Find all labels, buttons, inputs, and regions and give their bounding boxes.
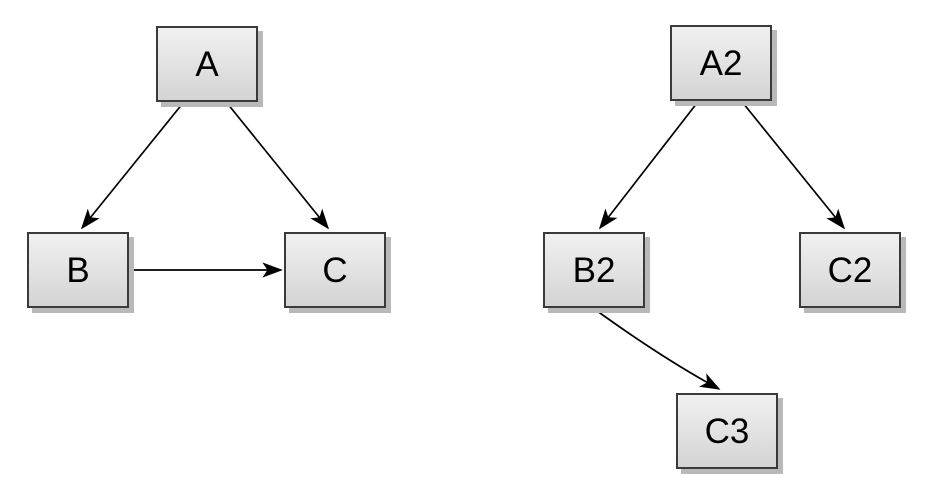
node-C2: C2 [799,232,901,308]
edge-A2-B2 [598,102,698,230]
node-A2: A2 [670,25,772,101]
edge-B2-C3 [592,307,721,390]
node-C: C [284,232,386,308]
node-A-label: A [195,44,219,84]
node-B: B [27,232,129,308]
node-B2: B2 [543,232,645,308]
node-A2-label: A2 [699,43,743,83]
node-C-label: C [322,250,348,290]
node-C3-label: C3 [704,411,750,451]
node-C3: C3 [676,393,778,469]
edge-A2-C2 [742,102,846,230]
edge-A-C [226,102,330,230]
node-A: A [156,26,258,102]
node-B-label: B [66,250,90,290]
node-C2-label: C2 [827,250,873,290]
node-B2-label: B2 [572,250,616,290]
edge-A-B [80,102,184,230]
